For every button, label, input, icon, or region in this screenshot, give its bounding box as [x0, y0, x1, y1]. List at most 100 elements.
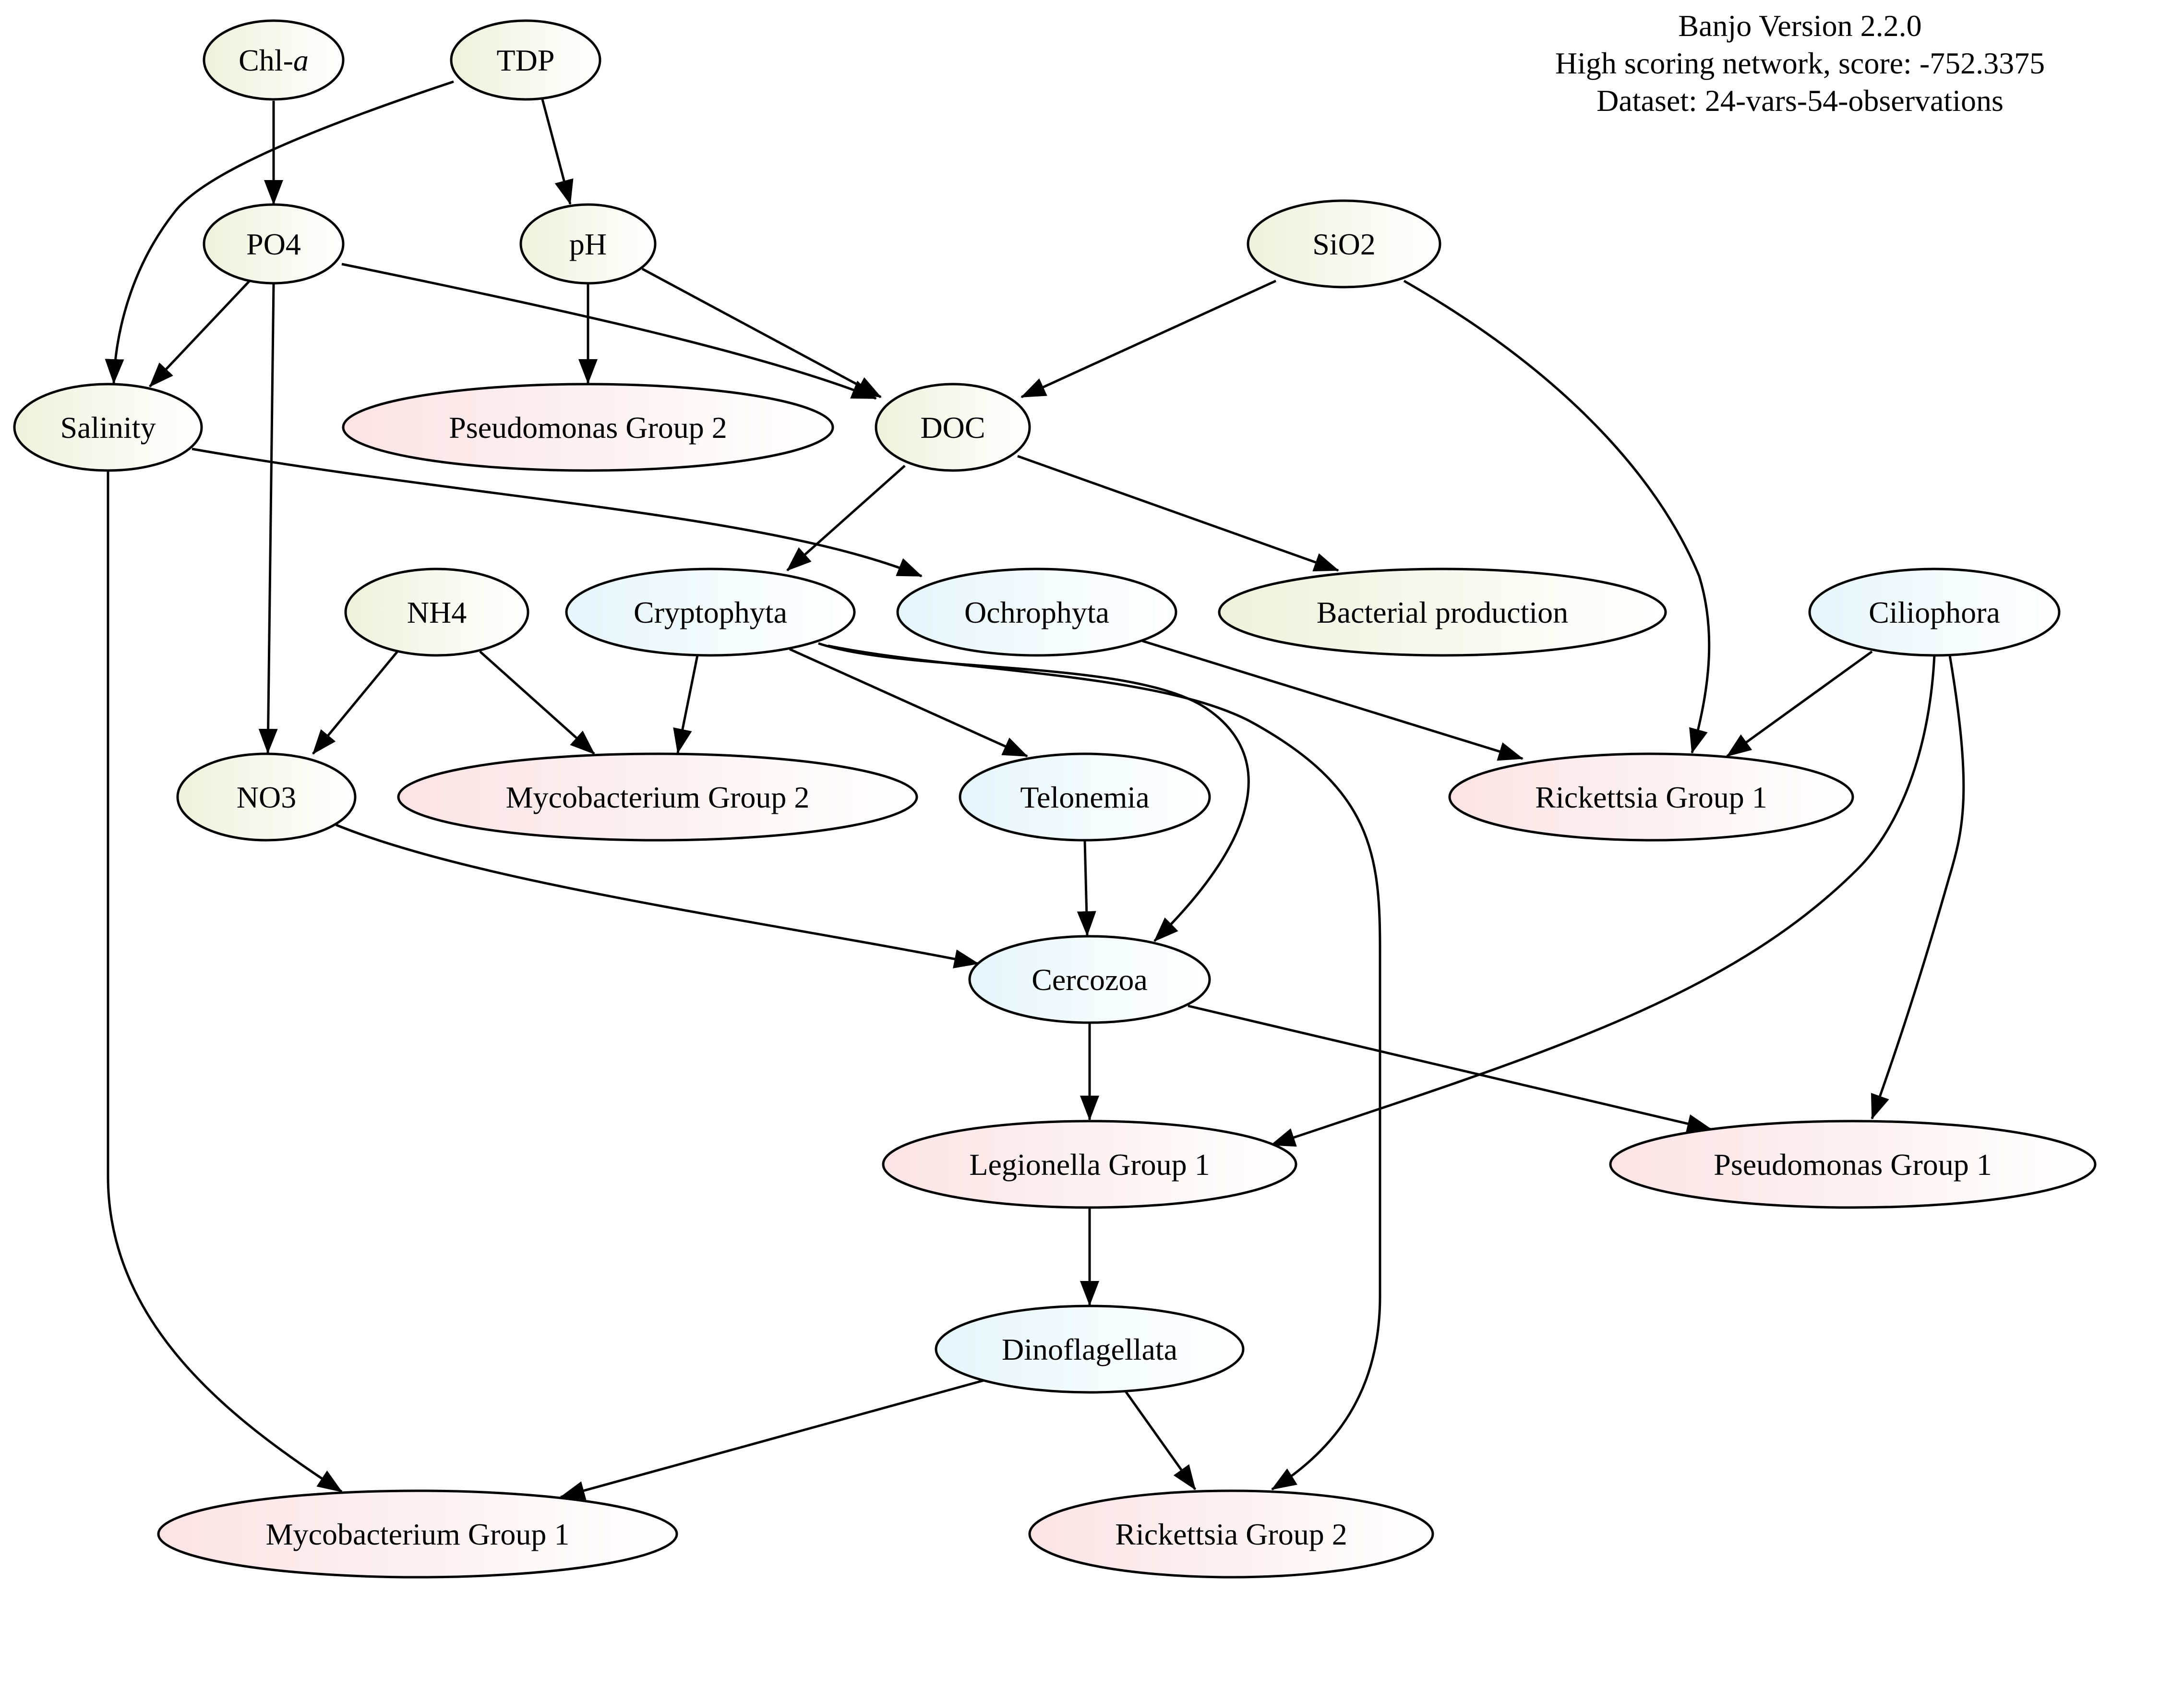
node-legion1: Legionella Group 1 — [882, 1120, 1297, 1209]
node-label-text-pseudo1: Pseudomonas Group 1 — [1714, 1147, 1992, 1182]
edge-po4-doc — [341, 263, 877, 400]
edge-crypto-telo — [789, 648, 1028, 758]
node-tdp: TDP — [450, 19, 601, 101]
node-ellipse-bactprod — [1218, 568, 1667, 657]
node-sio2: SiO2 — [1247, 199, 1441, 289]
node-label-rick1: Rickettsia Group 1 — [1535, 780, 1767, 814]
node-salinity: Salinity — [13, 383, 203, 472]
node-label-cilio: Ciliophora — [1869, 595, 2000, 629]
node-ellipse-no3 — [176, 752, 357, 842]
edge-sio2-doc — [1020, 279, 1277, 399]
edge-layer — [105, 80, 1965, 1500]
node-label-myco2: Mycobacterium Group 2 — [506, 780, 810, 814]
node-label-text-myco1: Mycobacterium Group 1 — [266, 1517, 570, 1551]
node-label-text-pseudo2: Pseudomonas Group 2 — [449, 411, 727, 445]
node-ellipse-pseudo2 — [342, 383, 834, 472]
node-cilio: Ciliophora — [1808, 568, 2061, 657]
edge-dino-myco1 — [560, 1379, 984, 1500]
edge-crypto-myco2 — [673, 655, 699, 754]
node-label-text-ochro: Ochrophyta — [964, 595, 1109, 629]
node-label-salinity: Salinity — [60, 411, 156, 445]
node-ellipse-nh4 — [344, 568, 529, 657]
node-label-no3: NO3 — [237, 780, 296, 814]
node-label-text-crypto: Cryptophyta — [634, 595, 787, 629]
node-label-text-chla: Chl- — [239, 43, 293, 77]
node-bactprod: Bacterial production — [1218, 568, 1667, 657]
node-doc: DOC — [875, 383, 1031, 472]
node-ellipse-rick1 — [1448, 752, 1854, 842]
node-label-bactprod: Bacterial production — [1317, 595, 1568, 629]
header-line-dataset: Dataset: 24-vars-54-observations — [1596, 84, 2004, 118]
edge-tdp-salinity — [105, 80, 454, 384]
header-line-score: High scoring network, score: -752.3375 — [1555, 46, 2045, 80]
node-label-text-tdp: TDP — [497, 43, 555, 77]
edge-cerco-pseudo1 — [1188, 1004, 1712, 1133]
node-label-po4: PO4 — [246, 227, 301, 261]
diagram-header: Banjo Version 2.2.0 High scoring network… — [1555, 9, 2045, 118]
edge-cilio-legion1 — [1270, 655, 1936, 1147]
node-label-legion1: Legionella Group 1 — [969, 1147, 1210, 1182]
node-label-sio2: SiO2 — [1312, 227, 1376, 261]
node-label-pseudo1: Pseudomonas Group 1 — [1714, 1147, 1992, 1182]
edge-doc-crypto — [786, 465, 906, 571]
node-telo: Telonemia — [959, 752, 1211, 842]
node-ellipse-chla — [203, 19, 345, 101]
edge-telo-cerco — [1077, 841, 1096, 936]
edge-doc-bactprod — [1017, 455, 1339, 572]
edge-nh4-myco2 — [479, 651, 595, 755]
node-label-text-cilio: Ciliophora — [1869, 595, 2000, 629]
header-line-version: Banjo Version 2.2.0 — [1678, 9, 1921, 43]
edge-salinity-myco1 — [107, 471, 343, 1493]
node-ellipse-salinity — [13, 383, 203, 472]
node-ellipse-ochro — [896, 568, 1177, 657]
node-ellipse-crypto — [565, 568, 856, 657]
node-ellipse-legion1 — [882, 1120, 1297, 1209]
node-myco2: Mycobacterium Group 2 — [397, 752, 918, 842]
node-ellipse-myco1 — [157, 1489, 678, 1579]
node-ellipse-tdp — [450, 19, 601, 101]
node-pseudo2: Pseudomonas Group 2 — [342, 383, 834, 472]
edge-ochro-rick1 — [1142, 640, 1524, 761]
node-ellipse-cerco — [968, 935, 1211, 1024]
node-cerco: Cercozoa — [968, 935, 1211, 1024]
node-ellipse-sio2 — [1247, 199, 1441, 289]
node-ellipse-pseudo1 — [1609, 1120, 2097, 1209]
node-ellipse-rick2 — [1028, 1489, 1434, 1579]
node-pseudo1: Pseudomonas Group 1 — [1609, 1120, 2097, 1209]
node-ochro: Ochrophyta — [896, 568, 1177, 657]
node-label-ochro: Ochrophyta — [964, 595, 1109, 629]
node-ellipse-doc — [875, 383, 1031, 472]
node-label-text-myco2: Mycobacterium Group 2 — [506, 780, 810, 814]
node-label-telo: Telonemia — [1020, 780, 1149, 814]
node-label-rick2: Rickettsia Group 2 — [1115, 1517, 1347, 1551]
edge-salinity-ochro — [192, 447, 923, 578]
node-label-text-no3: NO3 — [237, 780, 296, 814]
node-label-text-salinity: Salinity — [60, 411, 156, 445]
node-label-crypto: Cryptophyta — [634, 595, 787, 629]
node-no3: NO3 — [176, 752, 357, 842]
node-label-tdp: TDP — [497, 43, 555, 77]
node-label-text-dino: Dinoflagellata — [1002, 1332, 1177, 1366]
edge-tdp-ph — [541, 99, 574, 205]
node-ellipse-telo — [959, 752, 1211, 842]
node-ellipse-cilio — [1808, 568, 2061, 657]
node-label-dino: Dinoflagellata — [1002, 1332, 1177, 1366]
node-label-text-sio2: SiO2 — [1312, 227, 1376, 261]
node-ph: pH — [519, 203, 657, 285]
node-rick2: Rickettsia Group 2 — [1028, 1489, 1434, 1579]
node-label-nh4: NH4 — [407, 595, 467, 629]
node-label-text-cerco: Cercozoa — [1032, 963, 1148, 997]
edge-cilio-pseudo1 — [1871, 655, 1965, 1120]
node-ellipse-myco2 — [397, 752, 918, 842]
edge-nh4-no3 — [312, 651, 398, 755]
node-label-myco1: Mycobacterium Group 1 — [266, 1517, 570, 1551]
node-label-text-rick2: Rickettsia Group 2 — [1115, 1517, 1347, 1551]
node-label-text-po4: PO4 — [246, 227, 301, 261]
node-label-text-telo: Telonemia — [1020, 780, 1149, 814]
edge-po4-no3 — [258, 284, 278, 754]
node-label-cerco: Cercozoa — [1032, 963, 1148, 997]
node-label-text-rick1: Rickettsia Group 1 — [1535, 780, 1767, 814]
node-rick1: Rickettsia Group 1 — [1448, 752, 1854, 842]
node-chla: Chl-a — [203, 19, 345, 101]
